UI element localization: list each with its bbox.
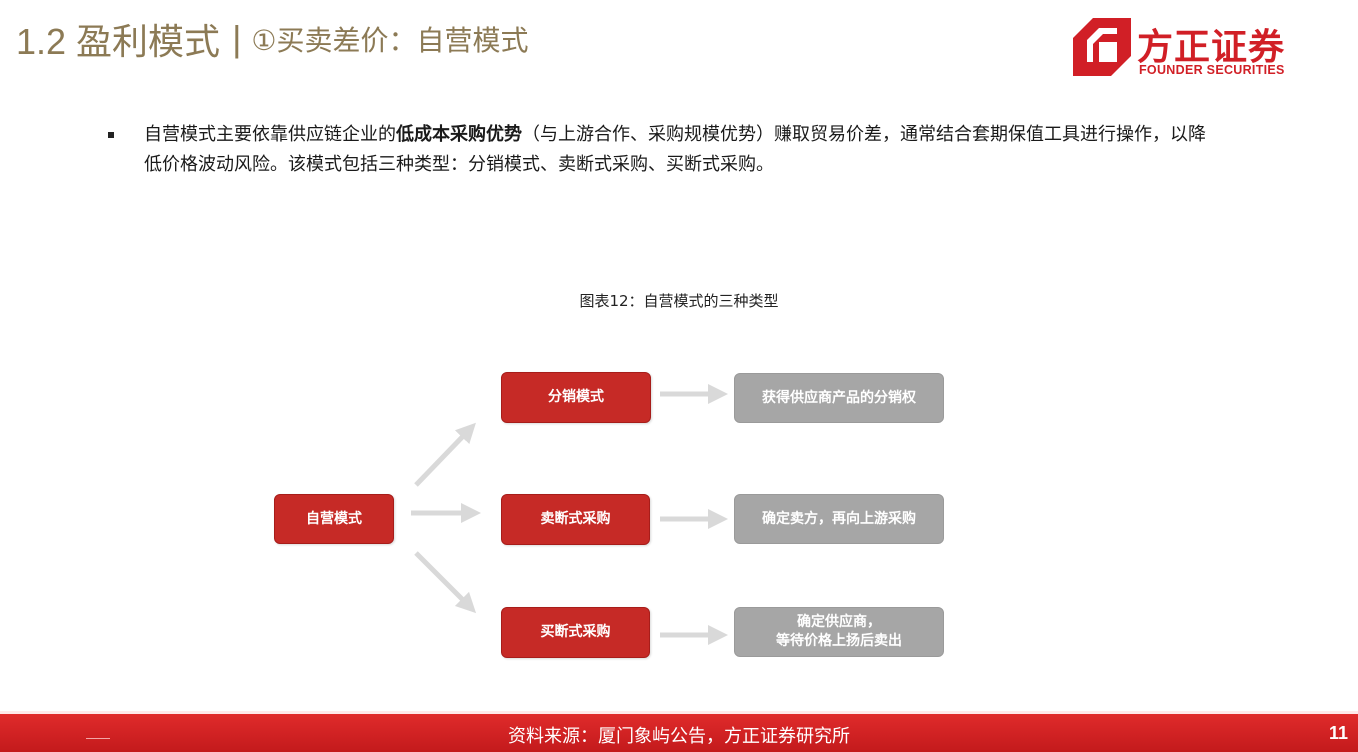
- title-main: 1.2 盈利模式: [16, 21, 221, 62]
- logo-name-en: FOUNDER SECURITIES: [1139, 63, 1285, 77]
- bullet-square-icon: [108, 132, 114, 138]
- footer-bar: 资料来源：厦门象屿公告，方正证券研究所 11: [0, 714, 1358, 752]
- branch-node-buy-out-purchase: 买断式采购: [501, 607, 650, 658]
- desc-line-1: 确定供应商，: [797, 614, 881, 630]
- desc-node-distribution: 获得供应商产品的分销权: [734, 373, 944, 423]
- bullet-text: 自营模式主要依靠供应链企业的低成本采购优势（与上游合作、采购规模优势）赚取贸易价…: [144, 120, 1218, 180]
- branch-node-distribution: 分销模式: [501, 372, 651, 423]
- company-logo: 方正证券 FOUNDER SECURITIES: [1073, 16, 1303, 78]
- bullet-text-after: （与上游合作、采购规模优势）赚取贸易价差，通常结合套期保值工具进行操作，以降低价…: [144, 124, 1206, 175]
- page-number: 11: [1328, 723, 1348, 743]
- arrow-root-to-branch-1: [414, 422, 476, 487]
- founder-logo-icon: [1073, 18, 1131, 76]
- page-title: 1.2 盈利模式 | ①买卖差价：自营模式: [16, 14, 529, 64]
- title-separator: |: [232, 18, 242, 59]
- figure-caption: 图表12：自营模式的三种类型: [579, 292, 779, 310]
- footer-decor-line: [86, 738, 110, 739]
- footer-highlight: [0, 711, 1358, 714]
- desc-node-sell-out-purchase: 确定卖方，再向上游采购: [734, 494, 944, 544]
- bullet-point: 自营模式主要依靠供应链企业的低成本采购优势（与上游合作、采购规模优势）赚取贸易价…: [108, 120, 1218, 180]
- bullet-text-bold: 低成本采购优势: [396, 124, 522, 145]
- bullet-text-before: 自营模式主要依靠供应链企业的: [144, 124, 396, 145]
- desc-node-buy-out-purchase: 确定供应商， 等待价格上扬后卖出: [734, 607, 944, 657]
- root-node-self-operated: 自营模式: [274, 494, 394, 544]
- arrow-root-to-branch-3: [414, 551, 477, 614]
- title-subtitle: ①买卖差价：自营模式: [251, 25, 529, 56]
- footer-source: 资料来源：厦门象屿公告，方正证券研究所: [508, 726, 850, 747]
- logo-name-cn: 方正证券: [1137, 27, 1286, 68]
- desc-line-2: 等待价格上扬后卖出: [776, 633, 902, 649]
- branch-node-sell-out-purchase: 卖断式采购: [501, 494, 650, 545]
